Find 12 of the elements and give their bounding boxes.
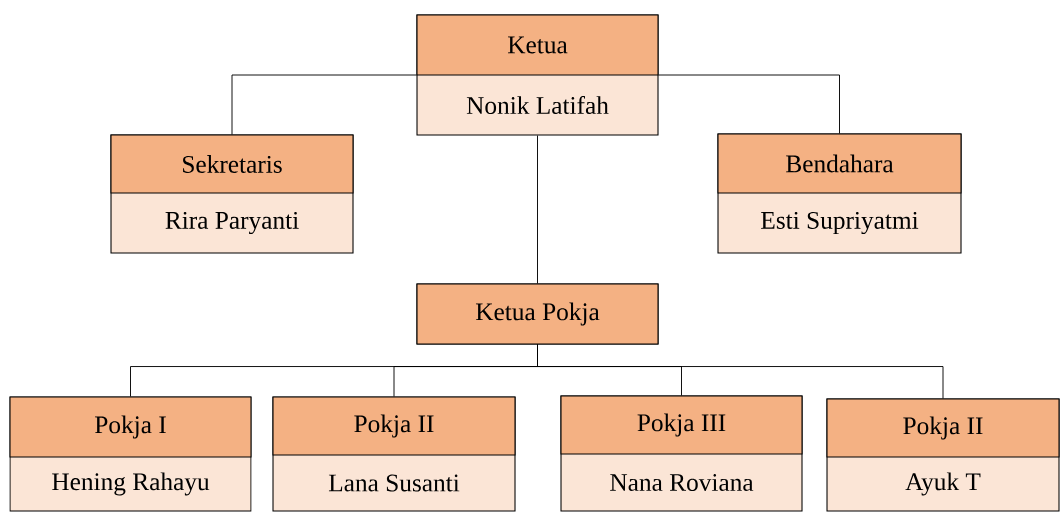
connector-line	[537, 135, 538, 284]
org-box: Pokja III Nana Roviana	[560, 395, 803, 512]
connector-line	[537, 344, 944, 399]
org-box: Pokja II Ayuk T	[826, 398, 1060, 512]
org-box: Sekretaris Rira Paryanti	[110, 134, 354, 254]
org-box: Ketua Pokja	[416, 283, 659, 345]
connector-line	[658, 74, 840, 134]
org-box: Pokja II Lana Susanti	[272, 396, 516, 512]
org-box: Pokja I Hening Rahayu	[9, 396, 252, 512]
org-box: Bendahara Esti Supriyatmi	[717, 133, 962, 254]
org-box: Ketua Nonik Latifah	[416, 14, 659, 136]
connector-line	[231, 74, 417, 135]
